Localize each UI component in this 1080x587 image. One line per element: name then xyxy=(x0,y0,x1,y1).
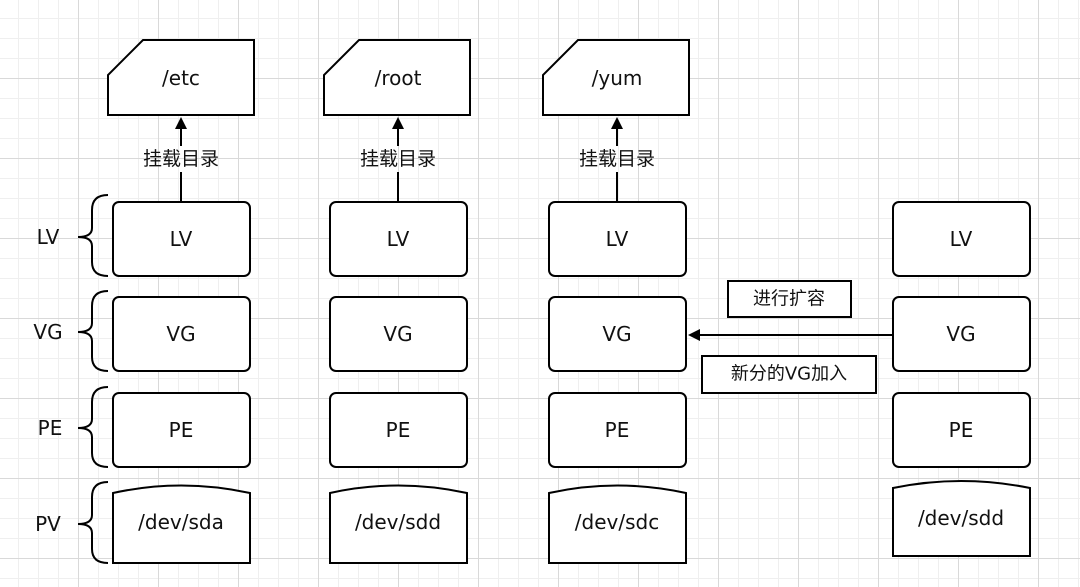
brace-pv xyxy=(77,481,109,564)
pe-label: PE xyxy=(169,418,194,442)
directory-label: /root xyxy=(375,66,422,90)
vg-box xyxy=(112,296,251,372)
side-label-vg-group: VG xyxy=(33,290,109,372)
side-label-pv-group: PV xyxy=(35,481,109,564)
pe-label: PE xyxy=(605,418,630,442)
side-label-pv: PV xyxy=(35,512,61,536)
side-label-lv-group: LV xyxy=(37,194,109,277)
mount-label: 挂载目录 xyxy=(143,148,219,170)
pv-disk xyxy=(892,480,1031,557)
pv-label: /dev/sdd xyxy=(918,506,1004,530)
pe-box xyxy=(892,392,1031,468)
pv-disk xyxy=(548,484,687,564)
note-join-label: 新分的VG加入 xyxy=(731,364,847,385)
lv-box xyxy=(892,201,1031,277)
pe-box xyxy=(548,392,687,468)
lv-box xyxy=(329,201,468,277)
pv-disk xyxy=(329,484,468,564)
note-join: 新分的VG加入 xyxy=(701,355,877,394)
mount-label: 挂载目录 xyxy=(579,148,655,170)
vg-box xyxy=(548,296,687,372)
vg-label: VG xyxy=(383,322,412,346)
pe-label: PE xyxy=(949,418,974,442)
side-label-vg: VG xyxy=(33,320,62,344)
vg-label: VG xyxy=(602,322,631,346)
side-label-lv: LV xyxy=(37,225,60,249)
vg-label: VG xyxy=(946,322,975,346)
column-etc: /etc 挂载目录 LV VG PE /dev/sda xyxy=(107,39,255,564)
vg-label: VG xyxy=(166,322,195,346)
pv-label: /dev/sdd xyxy=(355,510,441,534)
lv-label: LV xyxy=(387,227,410,251)
directory-shape xyxy=(107,39,255,116)
pe-box xyxy=(329,392,468,468)
vg-box xyxy=(892,296,1031,372)
pv-label: /dev/sda xyxy=(138,510,224,534)
mount-label: 挂载目录 xyxy=(360,148,436,170)
vg-box xyxy=(329,296,468,372)
directory-shape xyxy=(323,39,471,116)
column-yum: /yum 挂载目录 LV VG PE /dev/sdc xyxy=(542,39,690,564)
directory-shape xyxy=(542,39,690,116)
side-label-pe: PE xyxy=(38,416,63,440)
brace-pe xyxy=(77,386,109,468)
note-expand: 进行扩容 xyxy=(727,280,852,318)
pe-label: PE xyxy=(386,418,411,442)
directory-label: /yum xyxy=(592,66,643,90)
note-expand-label: 进行扩容 xyxy=(753,289,825,310)
lv-label: LV xyxy=(170,227,193,251)
directory-label: /etc xyxy=(162,66,200,90)
column-new: LV VG PE /dev/sdd xyxy=(892,201,1031,557)
lv-label: LV xyxy=(606,227,629,251)
pe-box xyxy=(112,392,251,468)
note-join-box xyxy=(701,355,877,394)
column-root: /root 挂载目录 LV VG PE /dev/sdd xyxy=(323,39,471,564)
note-expand-box xyxy=(727,280,852,318)
brace-vg xyxy=(77,290,109,372)
lv-box xyxy=(112,201,251,277)
side-label-pe-group: PE xyxy=(38,386,109,468)
pv-label: /dev/sdc xyxy=(575,510,659,534)
brace-lv xyxy=(77,194,109,277)
lv-label: LV xyxy=(950,227,973,251)
pv-disk xyxy=(112,484,251,564)
lv-box xyxy=(548,201,687,277)
